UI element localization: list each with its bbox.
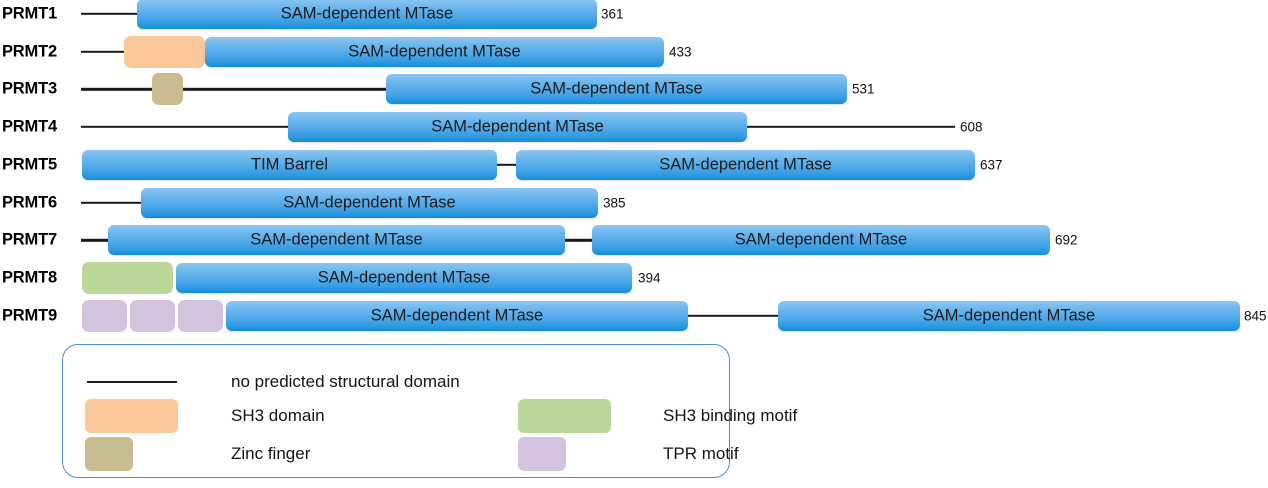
legend-item: Zinc finger xyxy=(63,437,729,471)
domain-label: SAM-dependent MTase xyxy=(734,230,908,249)
domain-sam-dependent-mtase: SAM-dependent MTase xyxy=(226,300,688,331)
domain-sam-dependent-mtase: SAM-dependent MTase xyxy=(176,262,632,293)
protein-name-label: PRMT5 xyxy=(2,155,57,174)
legend-item: SH3 domain xyxy=(63,399,729,433)
domain-sam-dependent-mtase: SAM-dependent MTase xyxy=(778,300,1240,331)
backbone-line xyxy=(490,163,522,166)
domain-sam-dependent-mtase: SAM-dependent MTase xyxy=(592,225,1050,256)
legend-label: SH3 binding motif xyxy=(663,406,798,425)
backbone-line xyxy=(81,201,145,204)
legend-item: TPR motif xyxy=(63,437,739,471)
protein-row-prmt3: PRMT3 SAM-dependent MTase 531 xyxy=(0,70,1268,108)
domain-sh3 xyxy=(124,35,205,68)
domain-label: SAM-dependent MTase xyxy=(317,268,491,287)
protein-name-label: PRMT2 xyxy=(2,42,57,61)
protein-row-prmt2: PRMT2 SAM-dependent MTase 433 xyxy=(0,33,1268,71)
legend-swatch-box xyxy=(85,437,133,471)
domain-zinc-finger xyxy=(152,73,183,106)
backbone-line xyxy=(560,238,597,242)
legend-label: TPR motif xyxy=(663,444,739,463)
legend-label: no predicted structural domain xyxy=(231,372,460,391)
domain-sam-dependent-mtase: SAM-dependent MTase xyxy=(288,112,747,143)
domain-sam-dependent-mtase: SAM-dependent MTase xyxy=(108,225,565,256)
protein-length-label: 531 xyxy=(852,81,875,97)
protein-row-prmt9: PRMT9 SAM-dependent MTase SAM-dependent MT… xyxy=(0,297,1268,335)
domain-tpr-motif xyxy=(130,299,175,332)
protein-length-label: 394 xyxy=(638,270,661,286)
legend-swatch-box xyxy=(518,437,566,471)
domain-label: SAM-dependent MTase xyxy=(280,4,454,23)
protein-row-prmt5: PRMT5 TIM Barrel SAM-dependent MTase 637 xyxy=(0,146,1268,184)
legend-label: Zinc finger xyxy=(231,444,311,463)
backbone-line xyxy=(81,12,141,16)
protein-length-label: 845 xyxy=(1244,308,1267,324)
domain-label: TIM Barrel xyxy=(250,155,328,174)
protein-name-label: PRMT3 xyxy=(2,79,57,98)
protein-name-label: PRMT8 xyxy=(2,268,57,287)
domain-sh3-binding-motif xyxy=(82,261,173,294)
backbone-line xyxy=(683,314,783,317)
protein-row-prmt1: PRMT1 SAM-dependent MTase 361 xyxy=(0,0,1268,33)
legend-swatch-box xyxy=(85,399,178,433)
backbone-line xyxy=(81,88,387,91)
domain-sam-dependent-mtase: SAM-dependent MTase xyxy=(516,149,975,180)
protein-name-label: PRMT7 xyxy=(2,230,57,249)
domain-tpr-motif xyxy=(82,299,127,332)
domain-tpr-motif xyxy=(178,299,223,332)
protein-length-label: 608 xyxy=(960,119,983,135)
domain-label: SAM-dependent MTase xyxy=(530,79,703,98)
protein-length-label: 637 xyxy=(980,157,1003,173)
domain-sam-dependent-mtase: SAM-dependent MTase xyxy=(141,187,598,218)
protein-row-prmt4: PRMT4 SAM-dependent MTase 608 xyxy=(0,108,1268,146)
domain-sam-dependent-mtase: SAM-dependent MTase xyxy=(137,0,597,29)
protein-name-label: PRMT9 xyxy=(2,306,57,325)
backbone-line xyxy=(81,50,129,53)
protein-name-label: PRMT6 xyxy=(2,193,57,211)
domain-label: SAM-dependent MTase xyxy=(431,117,604,136)
legend-label: SH3 domain xyxy=(231,406,325,425)
domain-sam-dependent-mtase: SAM-dependent MTase xyxy=(386,74,847,105)
protein-row-prmt8: PRMT8 SAM-dependent MTase 394 xyxy=(0,259,1268,297)
protein-length-label: 361 xyxy=(601,6,624,22)
domain-label: SAM-dependent MTase xyxy=(659,155,832,174)
protein-row-prmt7: PRMT7 SAM-dependent MTase SAM-dependent MT… xyxy=(0,221,1268,259)
domain-label: SAM-dependent MTase xyxy=(922,306,1096,325)
domain-label: SAM-dependent MTase xyxy=(283,193,456,211)
legend-item: SH3 binding motif xyxy=(63,399,797,433)
domain-label: SAM-dependent MTase xyxy=(348,42,521,61)
backbone-line xyxy=(81,238,113,242)
protein-length-label: 385 xyxy=(603,195,626,210)
domain-label: SAM-dependent MTase xyxy=(370,306,544,325)
protein-length-label: 433 xyxy=(669,44,692,60)
domain-tim-barrel: TIM Barrel xyxy=(82,149,497,180)
protein-name-label: PRMT4 xyxy=(2,117,57,136)
domain-label: SAM-dependent MTase xyxy=(250,230,423,249)
legend-swatch-line xyxy=(87,381,177,384)
protein-row-prmt6: PRMT6 SAM-dependent MTase 385 xyxy=(0,184,1268,222)
legend-swatch-box xyxy=(518,399,611,433)
legend-item: no predicted structural domain xyxy=(63,365,729,399)
protein-length-label: 692 xyxy=(1055,232,1078,248)
protein-name-label: PRMT1 xyxy=(2,4,57,23)
domain-sam-dependent-mtase: SAM-dependent MTase xyxy=(205,36,664,67)
